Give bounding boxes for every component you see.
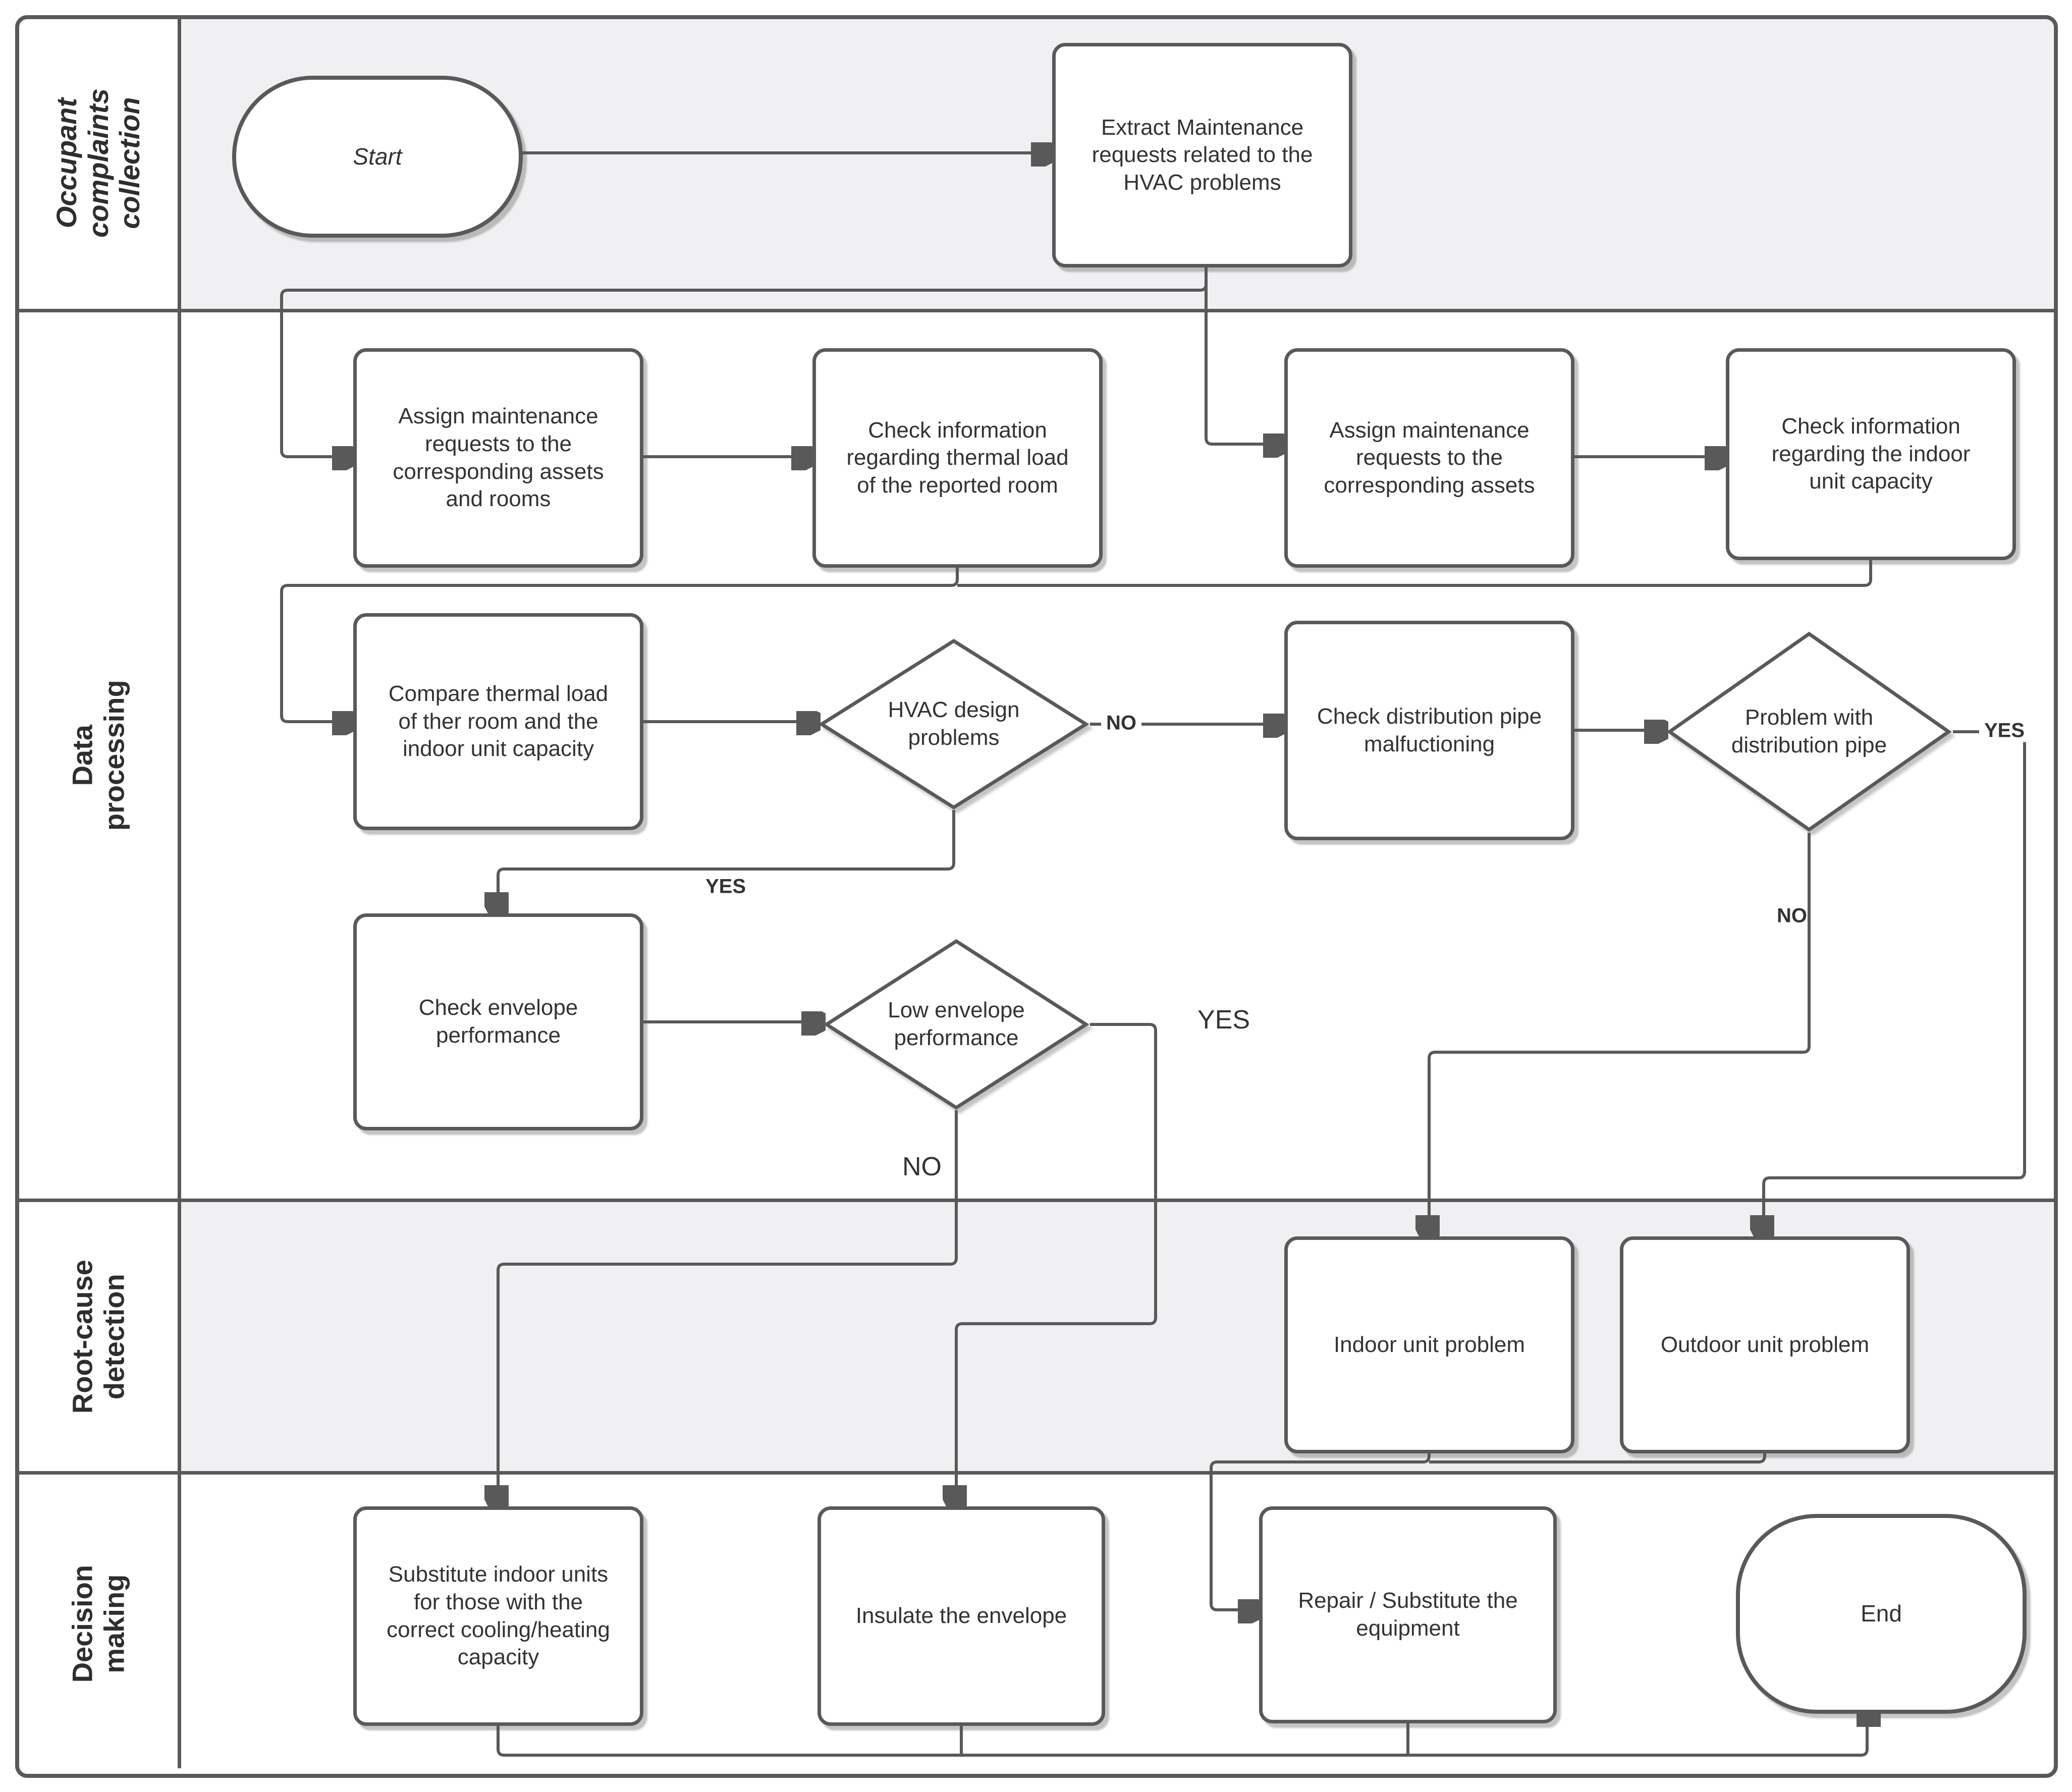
node-label: Indoor unit problem (1333, 1332, 1525, 1357)
node-label: Check envelope performance (418, 995, 578, 1048)
edge-envelope-yes-to-insulate (956, 1023, 1157, 1491)
diamond-shape (817, 638, 1090, 810)
edge-label-envelope-yes: YES (1197, 1005, 1250, 1035)
edge-label-envelope-no: NO (902, 1152, 942, 1181)
node-label: Substitute indoor units for those with t… (387, 1562, 610, 1670)
edge-extract-to-assign-assets (1205, 267, 1269, 444)
node-label: Repair / Substitute the equipment (1298, 1588, 1518, 1641)
lane-divider-1 (17, 309, 2055, 312)
lane-divider-3 (17, 1471, 2055, 1475)
edge-envelope-no-to-substitute (498, 1110, 958, 1491)
node-label: Check distribution pipe malfuctioning (1317, 703, 1542, 756)
node-label: Assign maintenance requests to the corre… (393, 404, 604, 512)
node-assign-requests-assets: Assign maintenance requests to the corre… (1284, 348, 1574, 568)
node-end: End (1736, 1514, 2027, 1714)
node-compare-thermal-load: Compare thermal load of ther room and th… (353, 613, 643, 830)
node-low-envelope-performance: Low envelope performance (823, 939, 1090, 1110)
node-label: Check information regarding the indoor u… (1771, 414, 1971, 494)
node-label: Check information regarding thermal load… (846, 417, 1069, 498)
node-assign-requests-assets-rooms: Assign maintenance requests to the corre… (353, 348, 643, 568)
label-column-divider (178, 17, 181, 1768)
edge-indoor-to-repair (1210, 1453, 1431, 1610)
node-insulate-envelope: Insulate the envelope (817, 1506, 1105, 1726)
node-check-distribution-pipe: Check distribution pipe malfuctioning (1284, 621, 1574, 840)
node-check-thermal-load: Check information regarding thermal load… (812, 348, 1103, 568)
lane-divider-2 (17, 1199, 2055, 1202)
edge-label-hvac-yes: YES (705, 875, 746, 898)
node-label: Low envelope performance (888, 998, 1025, 1050)
edge-label-hvac-no: NO (1101, 712, 1141, 735)
node-start: Start (232, 76, 523, 238)
edge-check-thermal-to-compare (280, 568, 959, 722)
node-label: Compare thermal load of ther room and th… (388, 681, 609, 762)
edge-substitute-to-end (497, 1721, 1867, 1757)
node-label: Start (353, 143, 402, 170)
edge-hvac-yes-to-check-envelope (498, 810, 955, 898)
diamond-shape (1665, 631, 1953, 833)
node-extract-maintenance-requests: Extract Maintenance requests related to … (1052, 43, 1352, 267)
node-check-envelope-performance: Check envelope performance (353, 913, 643, 1130)
node-label: HVAC design problems (888, 697, 1020, 750)
node-check-indoor-unit-capacity: Check information regarding the indoor u… (1726, 348, 2016, 560)
node-label: Extract Maintenance requests related to … (1092, 115, 1313, 195)
edge-outdoor-join (1429, 1453, 1766, 1463)
node-problem-with-distribution-pipe: Problem with distribution pipe (1665, 631, 1953, 833)
diamond-shape (823, 939, 1090, 1110)
node-substitute-indoor-units: Substitute indoor units for those with t… (353, 1506, 643, 1726)
edge-check-capacity-join (957, 560, 1872, 587)
node-label: End (1861, 1600, 1902, 1627)
node-indoor-unit-problem: Indoor unit problem (1284, 1236, 1574, 1453)
node-repair-substitute-equipment: Repair / Substitute the equipment (1259, 1506, 1557, 1723)
edge-label-pipe-yes: YES (1979, 719, 2030, 742)
node-label: Problem with distribution pipe (1731, 705, 1887, 757)
node-label: Insulate the envelope (855, 1603, 1067, 1628)
node-label: Assign maintenance requests to the corre… (1324, 417, 1535, 498)
node-hvac-design-problems: HVAC design problems (817, 638, 1090, 810)
diagram-border (15, 15, 2058, 1778)
node-label: Outdoor unit problem (1660, 1332, 1870, 1357)
edge-label-pipe-no: NO (1777, 904, 1807, 927)
edge-pipe-no-to-indoor (1429, 833, 1811, 1221)
node-outdoor-unit-problem: Outdoor unit problem (1620, 1236, 1910, 1453)
